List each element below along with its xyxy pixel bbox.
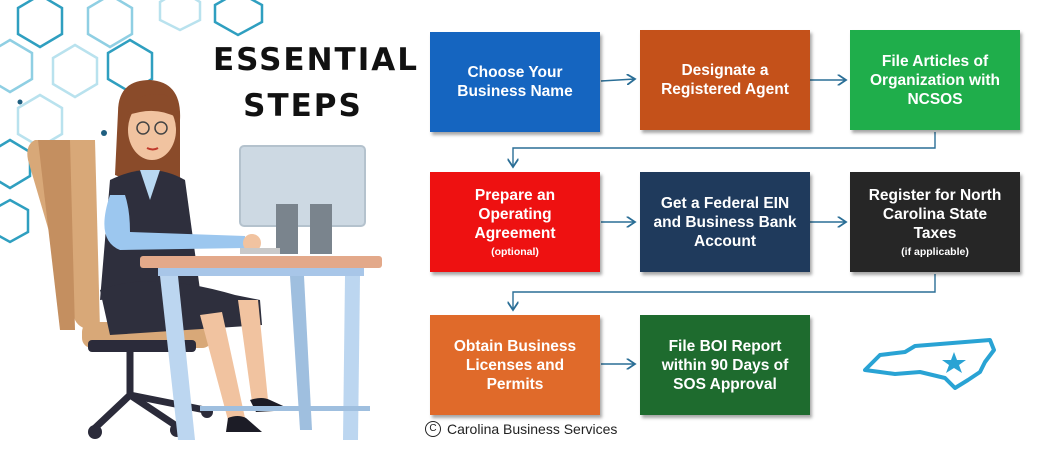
step-choose-business-name: Choose Your Business Name bbox=[430, 32, 600, 132]
step-designate-registered-agent: Designate a Registered Agent bbox=[640, 30, 810, 130]
woman-at-desk-illustration bbox=[27, 80, 382, 440]
copyright-icon: C bbox=[425, 421, 441, 437]
step-label: Register for North Carolina State Taxes bbox=[868, 186, 1002, 242]
step-note: (optional) bbox=[491, 245, 539, 258]
step-state-taxes: Register for North Carolina State Taxes … bbox=[850, 172, 1020, 272]
step-federal-ein: Get a Federal EIN and Business Bank Acco… bbox=[640, 172, 810, 272]
title-line-2: STEPS bbox=[243, 88, 363, 124]
copyright-credit: C Carolina Business Services bbox=[425, 421, 617, 437]
step-file-articles: File Articles of Organization with NCSOS bbox=[850, 30, 1020, 130]
step-label: Designate a Registered Agent bbox=[661, 62, 789, 98]
step-note: (if applicable) bbox=[901, 245, 969, 258]
step-label: Obtain Business Licenses and Permits bbox=[453, 337, 577, 393]
step-licenses-permits: Obtain Business Licenses and Permits bbox=[430, 315, 600, 415]
step-label: Choose Your Business Name bbox=[457, 64, 573, 100]
step-boi-report: File BOI Report within 90 Days of SOS Ap… bbox=[640, 315, 810, 415]
step-label: Get a Federal EIN and Business Bank Acco… bbox=[653, 194, 797, 250]
step-label: File Articles of Organization with NCSOS bbox=[869, 52, 1001, 108]
step-label: Prepare an Operating Agreement bbox=[474, 186, 556, 242]
step-operating-agreement: Prepare an Operating Agreement (optional… bbox=[430, 172, 600, 272]
credit-text: Carolina Business Services bbox=[447, 421, 618, 437]
step-label: File BOI Report within 90 Days of SOS Ap… bbox=[661, 337, 789, 393]
title-line-1: ESSENTIAL bbox=[213, 42, 419, 78]
